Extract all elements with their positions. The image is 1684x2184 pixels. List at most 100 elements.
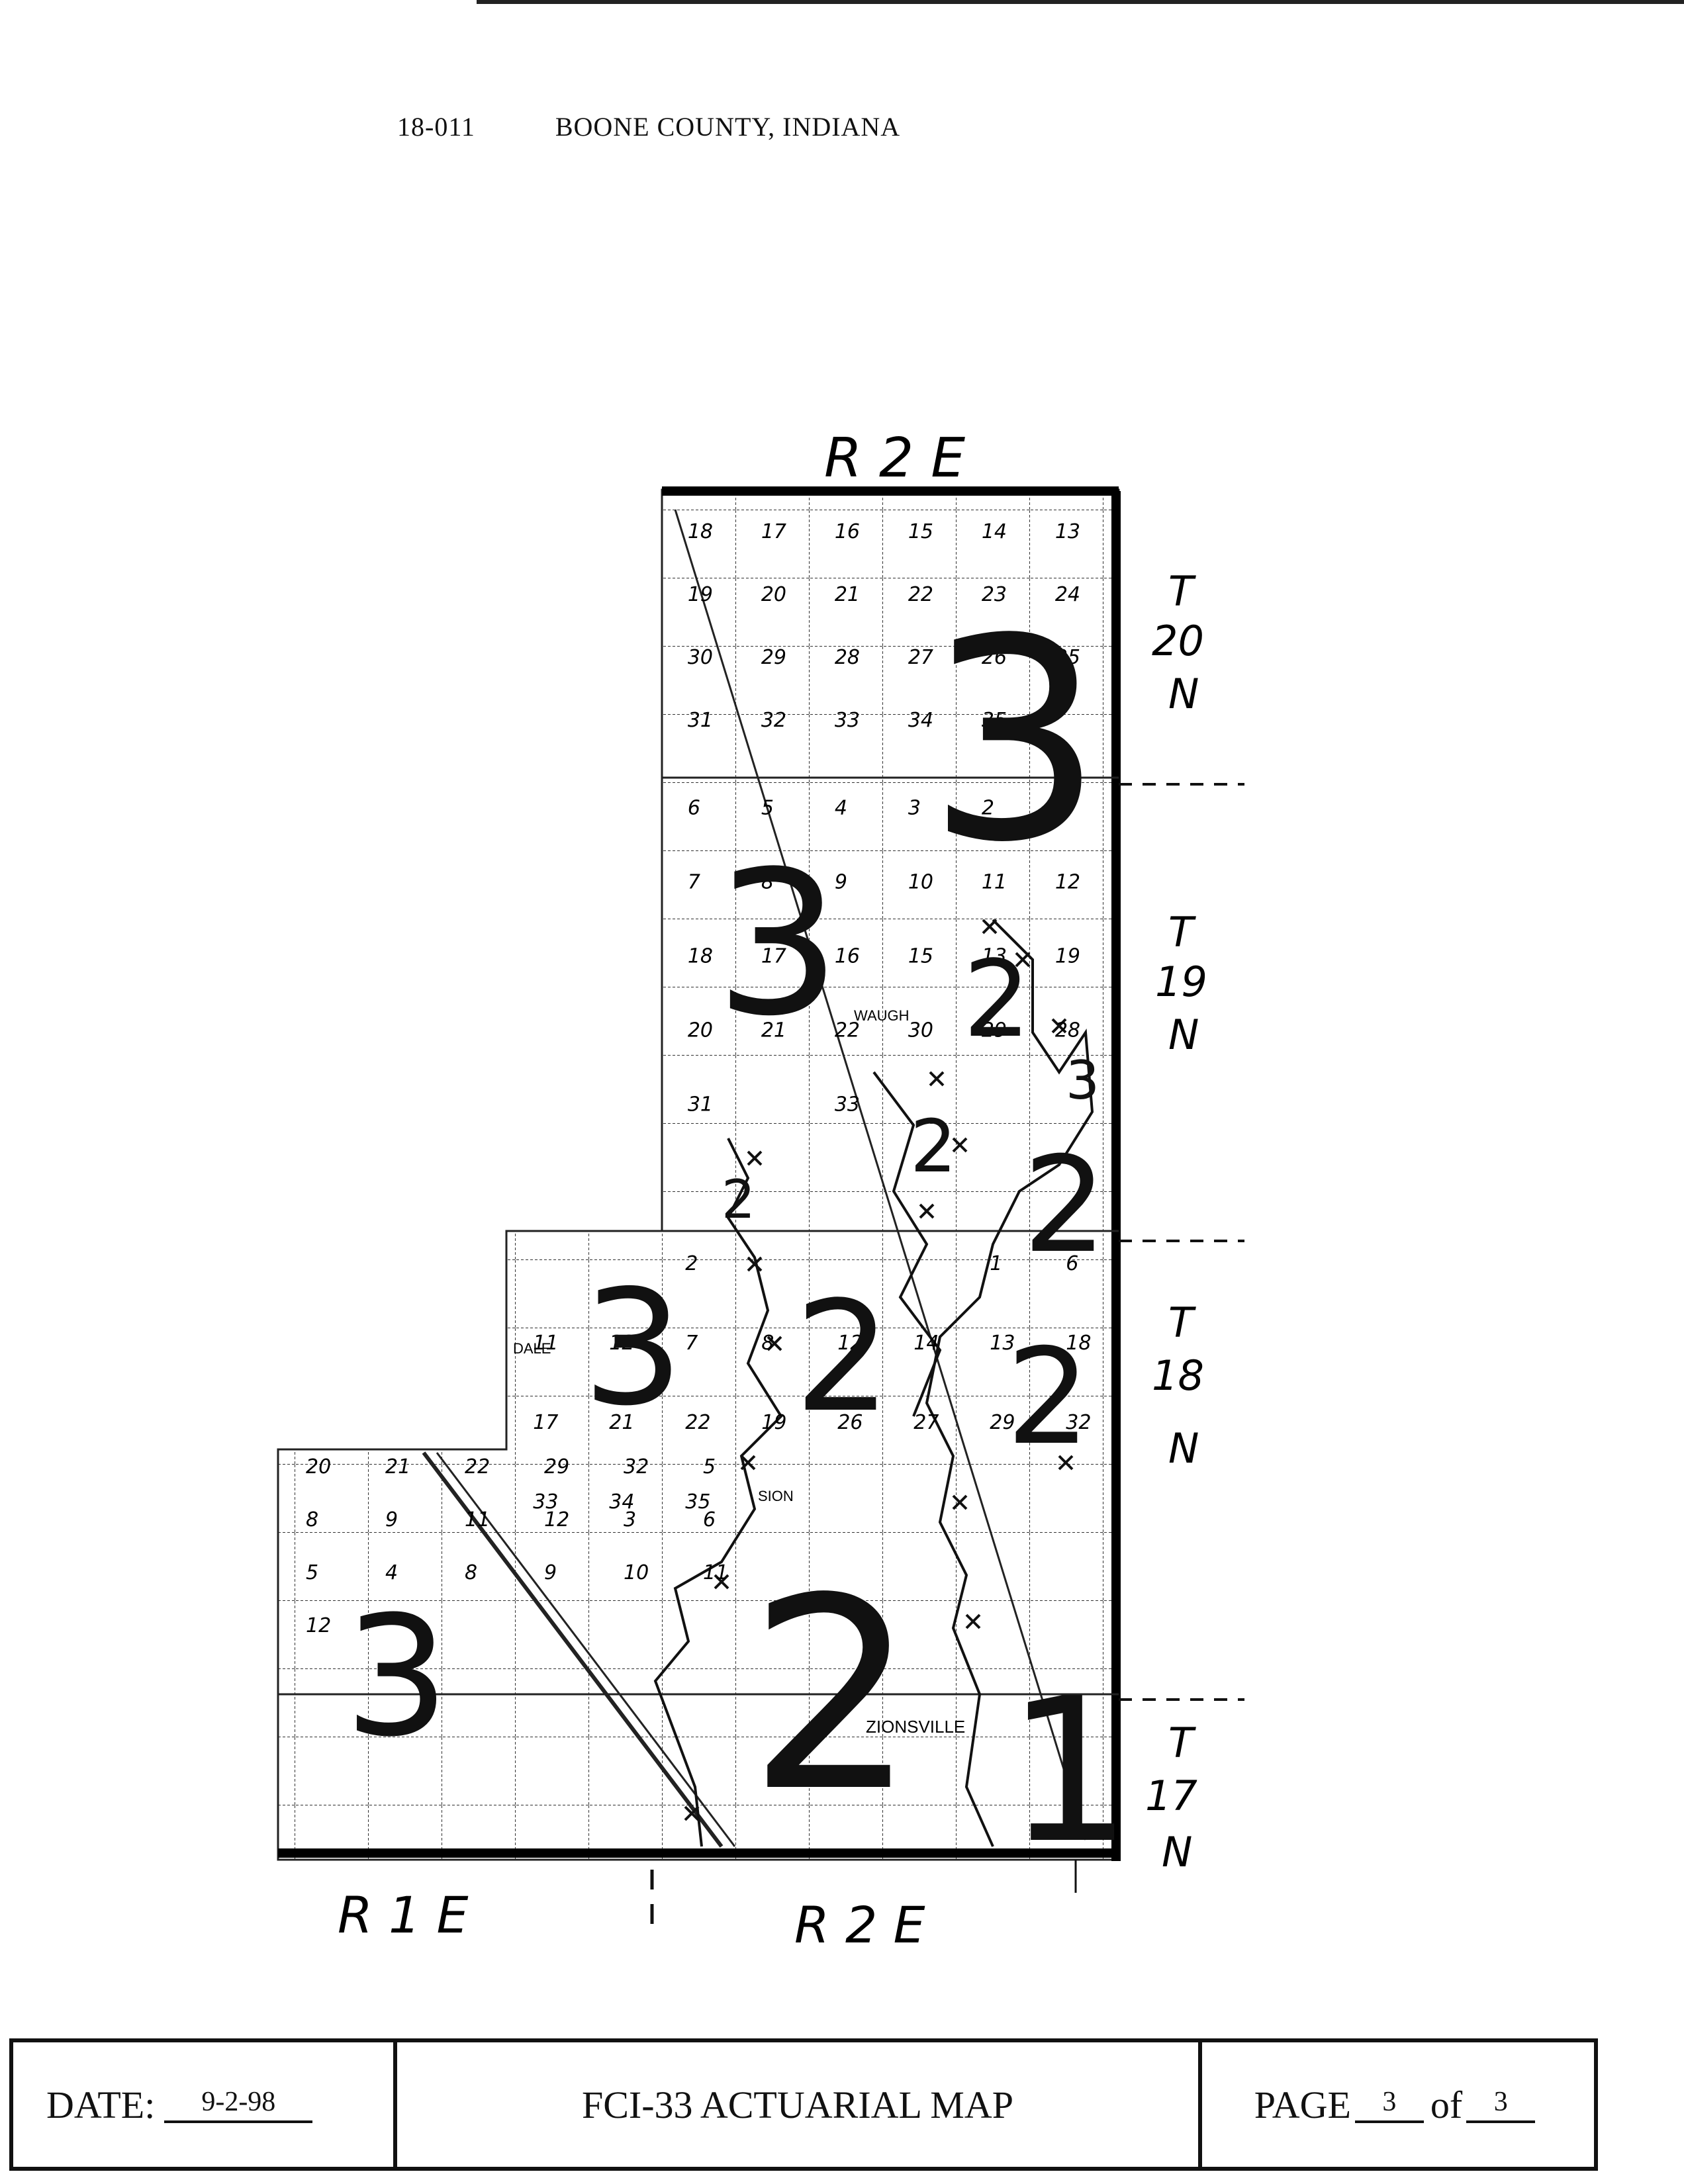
section-number: 33 [835,709,860,732]
section-number: 10 [908,870,933,893]
section-number: 1 [990,1252,1002,1275]
section-number: 21 [761,1019,786,1042]
section-number: 29 [990,1411,1015,1434]
place-waugh: WAUGH [854,1007,910,1024]
footer-date-cell: DATE: 9-2-98 [13,2042,397,2167]
date-value: 9-2-98 [164,2086,313,2123]
section-number: 15 [908,944,933,968]
section-number: 14 [982,520,1007,543]
section-number: 20 [306,1455,331,1479]
top-border-line [477,0,1684,8]
section-number: 19 [688,583,713,606]
township-t17-t: T [1168,1719,1196,1767]
township-t19-t: T [1168,908,1196,956]
zone-label: 1 [1006,1656,1133,1887]
township-t19-n: N [1168,1011,1199,1059]
section-number: 31 [688,709,713,732]
township-t17-num: 17 [1145,1772,1197,1820]
township-t18-num: 18 [1152,1351,1204,1400]
zone-boundary-line-3 [872,1071,942,1417]
section-number: 23 [982,583,1007,606]
zone-label: 2 [963,937,1031,1061]
township-t20-n: N [1168,670,1199,718]
section-number: 11 [703,1561,728,1584]
section-number: 3 [624,1508,636,1531]
section-number: 30 [908,1019,933,1042]
section-number: 18 [688,944,713,968]
zone-label: 2 [722,1169,755,1230]
section-number: 32 [761,709,786,732]
section-number: 6 [688,796,700,819]
date-label: DATE: [46,2083,156,2126]
section-number: 34 [908,709,933,732]
section-number: 27 [908,646,933,669]
zone-label: 3 [927,580,1103,903]
section-number: 13 [982,944,1007,968]
section-number: 5 [761,796,774,819]
section-number: 33 [533,1490,558,1514]
section-number: 10 [624,1561,649,1584]
section-number: 4 [835,796,847,819]
section-number: 9 [385,1508,398,1531]
section-number: 19 [1055,944,1080,968]
of-label: of [1430,2083,1463,2126]
section-number: 7 [685,1332,698,1355]
section-number: 17 [533,1411,558,1434]
section-number: 22 [465,1455,490,1479]
zone-label: 2 [748,1542,917,1850]
section-number: 14 [913,1332,939,1355]
section-number: 19 [761,1411,786,1434]
section-number: 26 [982,646,1007,669]
section-number: 21 [609,1411,634,1434]
map-title: FCI-33 ACTUARIAL MAP [581,2083,1014,2126]
section-number: 29 [761,646,786,669]
section-number: 2 [685,1252,698,1275]
section-number: 11 [533,1332,558,1355]
section-number: 11 [465,1508,490,1531]
township-t19-num: 19 [1155,958,1207,1006]
section-number: 8 [761,1332,774,1355]
range-label-top: R 2 E [824,427,965,490]
section-number: 22 [835,1019,860,1042]
zone-label: 3 [1066,1050,1099,1111]
section-number: 22 [685,1411,710,1434]
range-label-bottom-left: R 1 E [338,1886,469,1944]
section-number: 12 [609,1332,634,1355]
page-header: 18-011 BOONE COUNTY, INDIANA [397,111,973,142]
section-number: 6 [1066,1252,1078,1275]
map-code: 18-011 [397,112,475,142]
highway-line-2 [436,1452,736,1847]
section-number: 12 [306,1614,331,1637]
section-number: 26 [837,1411,863,1434]
section-number: 12 [1055,870,1080,893]
page-label: PAGE [1254,2083,1351,2126]
section-number: 20 [761,583,786,606]
section-number: 12 [544,1508,569,1531]
zone-label: 2 [794,1269,891,1446]
section-number: 32 [624,1455,649,1479]
section-number: 15 [908,520,933,543]
highway-line [422,1451,724,1848]
page-total: 3 [1466,2086,1536,2123]
section-number: 32 [1066,1411,1091,1434]
zone-boundary-line-2 [653,1138,783,1847]
place-names: DALE WAUGH ZIONSVILLE SION [513,1007,965,1737]
section-number: 7 [688,870,700,893]
zone-label: 2 [1023,1128,1107,1283]
footer-page-cell: PAGE 3 of 3 [1202,2042,1594,2167]
section-number: 13 [990,1332,1015,1355]
section-number: 12 [837,1332,863,1355]
section-number: 24 [1055,583,1080,606]
footer-box: DATE: 9-2-98 FCI-33 ACTUARIAL MAP PAGE 3… [9,2038,1598,2171]
section-number: 21 [835,583,860,606]
section-number: 28 [835,646,860,669]
section-number: 5 [703,1455,716,1479]
section-number: 33 [835,1093,860,1116]
section-number: 29 [982,1019,1007,1042]
section-number: 35 [982,709,1007,732]
section-number: 18 [1066,1332,1091,1355]
footer-title-cell: FCI-33 ACTUARIAL MAP [397,2042,1202,2167]
